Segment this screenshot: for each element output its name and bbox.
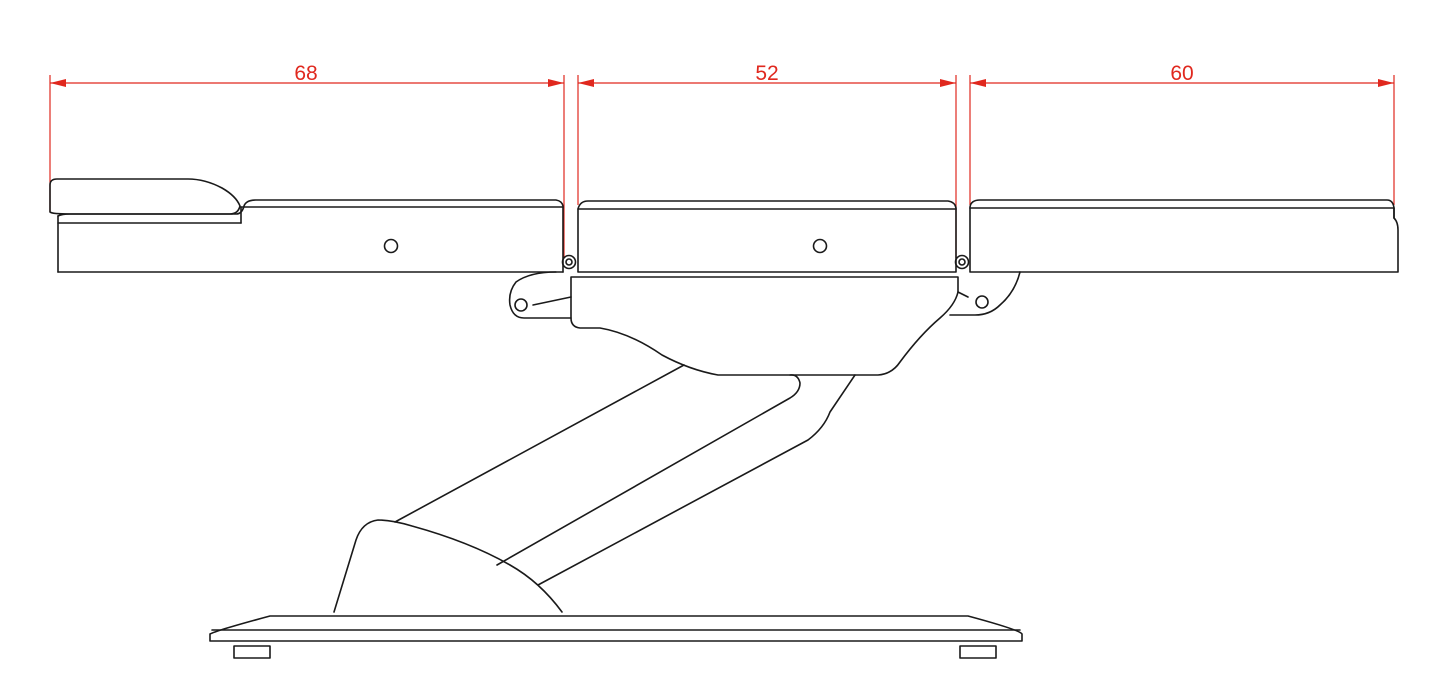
head-bolt-icon (383, 238, 399, 254)
arrow-left-icon (970, 79, 986, 87)
hinge-pin-icon (561, 254, 577, 270)
seat-bolt-icon (812, 238, 828, 254)
leg-cushion (969, 199, 1399, 273)
hinge-right (954, 254, 970, 270)
dimension-leg-section: 60 (969, 62, 1395, 205)
lift-column (394, 364, 856, 586)
dimension-label-head: 68 (294, 62, 317, 85)
hinge-pin-icon (954, 254, 970, 270)
dimension-label-seat: 52 (755, 62, 778, 85)
bracket-right (949, 271, 1021, 316)
arrow-right-icon (1378, 79, 1394, 87)
base-foot-left (233, 645, 271, 659)
arrow-right-icon (940, 79, 956, 87)
base-plate (209, 615, 1023, 642)
arrow-left-icon (578, 79, 594, 87)
bracket-left (508, 271, 572, 319)
base-mount (333, 519, 563, 613)
arrow-left-icon (50, 79, 66, 87)
carriage-body (570, 276, 959, 376)
dimension-seat-section: 52 (577, 62, 957, 258)
leg-section (969, 199, 1399, 273)
hinge-left (561, 254, 577, 270)
seat-cushion (577, 200, 957, 273)
seat-section (577, 200, 957, 273)
arrow-right-icon (548, 79, 564, 87)
seat-carriage (508, 271, 1021, 376)
dimension-label-leg: 60 (1170, 62, 1193, 85)
base (209, 519, 1023, 659)
pivot-bolt-icon (514, 298, 528, 312)
head-cushion (57, 199, 564, 273)
rear-arm (394, 364, 685, 523)
headrest (49, 178, 241, 215)
front-arm (496, 374, 801, 566)
base-foot-right (959, 645, 997, 659)
dimension-head-section: 68 (49, 62, 565, 258)
head-section (49, 178, 564, 273)
pivot-bolt-icon (975, 295, 989, 309)
